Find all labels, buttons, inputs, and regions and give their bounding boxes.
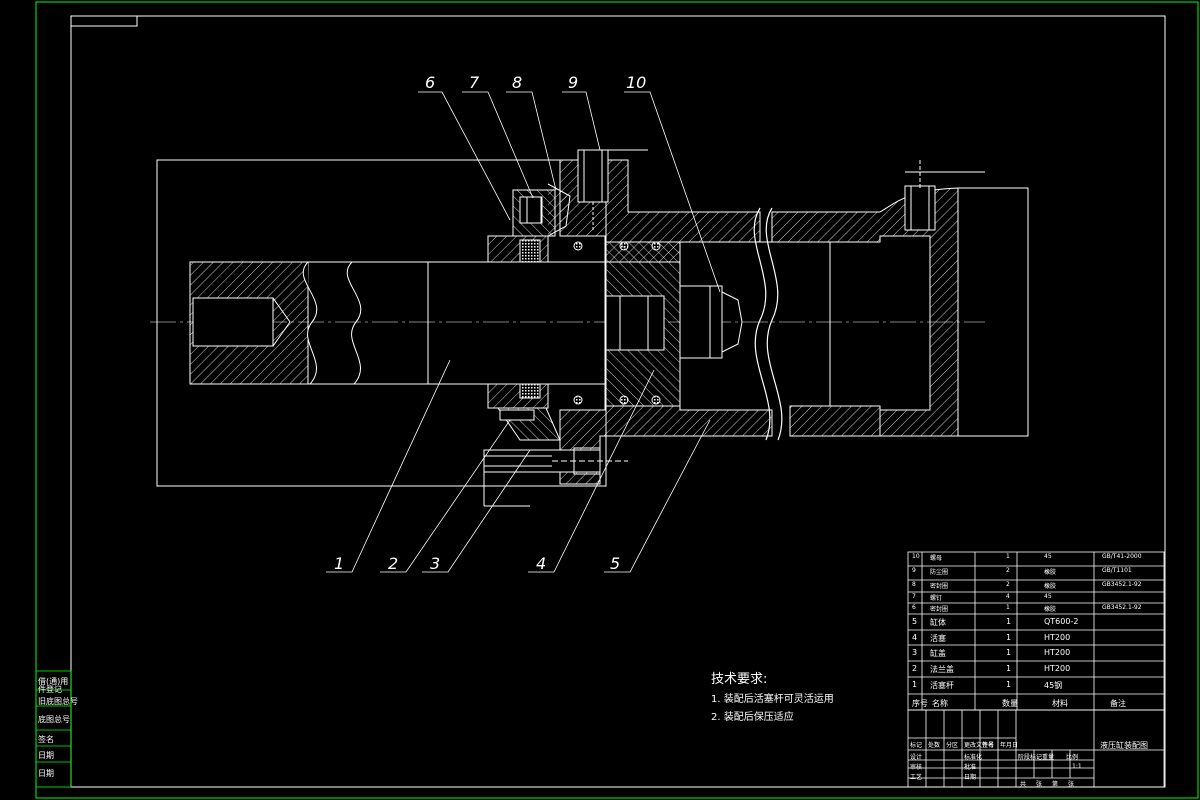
balloon-10: 10 <box>626 73 647 92</box>
bom-cell-note: GB3452.1-92 <box>1102 604 1142 611</box>
tb-role: 工艺 <box>910 774 923 781</box>
side-strip <box>35 670 72 788</box>
bom-cell-qty: 1 <box>1006 604 1010 611</box>
balloon-8: 8 <box>512 73 523 92</box>
bom-cell-qty: 1 <box>1006 664 1012 673</box>
bom-cell-mat: 橡胶 <box>1044 569 1057 576</box>
side-label: 签名 <box>38 735 54 744</box>
bom-cell-name: 螺钉 <box>930 595 943 602</box>
tb-sheet: 第 <box>1052 781 1059 788</box>
tb-sheet: 张 <box>1036 781 1043 788</box>
bom-cell-name: 活塞杆 <box>930 681 954 690</box>
drawing-scale: 1:1 <box>1072 763 1082 770</box>
tb-row-label: 年月日 <box>1000 742 1019 749</box>
balloon-7: 7 <box>469 73 480 92</box>
bom-cell-name: 密封圈 <box>930 606 949 613</box>
bom-cell-no: 8 <box>912 581 916 588</box>
bom-cell-note: GB/T1101 <box>1102 567 1132 574</box>
bom-cell-mat: QT600-2 <box>1044 617 1079 626</box>
bom-cell-no: 10 <box>912 553 920 560</box>
bom-cell-name: 活塞 <box>930 634 946 643</box>
bom-cell-no: 2 <box>912 664 918 673</box>
tech-requirement-2: 2. 装配后保压适应 <box>711 712 794 723</box>
tb-row-label: 签名 <box>982 742 995 749</box>
bom-cell-no: 9 <box>912 567 916 574</box>
tb-role2: 批准 <box>964 764 977 771</box>
tech-requirement-1: 1. 装配后活塞杆可灵活运用 <box>711 694 834 705</box>
bom-cell-mat: 橡胶 <box>1044 583 1057 590</box>
bom-cell-qty: 1 <box>1006 648 1012 657</box>
balloon-4: 4 <box>536 554 547 573</box>
balloon-1: 1 <box>334 554 345 573</box>
side-label: 件登记 <box>38 685 62 694</box>
bom-cell-no: 7 <box>912 593 916 600</box>
tb-role2: 标准化 <box>964 754 983 761</box>
balloon-6: 6 <box>425 73 436 92</box>
bom-header-name: 名称 <box>932 699 948 708</box>
bom-header-note: 备注 <box>1110 699 1126 708</box>
tb-role2: 日期 <box>964 774 977 781</box>
bom-cell-mat: 45钢 <box>1044 681 1063 690</box>
bom-cell-mat: HT200 <box>1044 633 1071 642</box>
tb-role: 设计 <box>910 754 923 761</box>
bom-header-mat: 材料 <box>1052 699 1068 708</box>
cylinder-assembly <box>156 149 1029 507</box>
bom-cell-mat: HT200 <box>1044 664 1071 673</box>
tb-row-label: 更改文件号 <box>964 742 995 749</box>
balloon-2: 2 <box>388 554 399 573</box>
outer-frame <box>35 1 1199 799</box>
bom-table <box>907 551 1165 711</box>
drawing-name: 液压缸装配图 <box>1100 741 1148 750</box>
bom-cell-no: 6 <box>912 604 916 611</box>
side-label: 旧底图总号 <box>38 697 78 706</box>
bom-cell-no: 5 <box>912 617 918 626</box>
balloon-3: 3 <box>430 554 441 573</box>
bom-cell-name: 缸体 <box>930 618 946 627</box>
bom-cell-qty: 1 <box>1006 617 1012 626</box>
bom-cell-qty: 4 <box>1006 593 1010 600</box>
title-block <box>907 709 1165 788</box>
bom-cell-mat: 45 <box>1044 553 1052 560</box>
bom-cell-mat: HT200 <box>1044 648 1071 657</box>
balloon-5: 5 <box>610 554 621 573</box>
bom-header-qty: 数量 <box>1002 699 1018 708</box>
bom-cell-no: 3 <box>912 648 918 657</box>
tb-row-label: 处数 <box>928 742 941 749</box>
bom-cell-qty: 1 <box>1006 633 1012 642</box>
tb-row-label: 分区 <box>946 742 959 749</box>
side-label: 日期 <box>38 751 54 760</box>
tb-role: 审核 <box>910 764 923 771</box>
bom-cell-note: GB/T41-2000 <box>1102 553 1142 560</box>
bom-cell-qty: 2 <box>1006 567 1010 574</box>
bom-cell-name: 密封圈 <box>930 583 949 590</box>
bom-cell-name: 防尘圈 <box>930 569 949 576</box>
bom-cell-qty: 2 <box>1006 581 1010 588</box>
side-label: 日期 <box>38 769 54 778</box>
side-label: 底图总号 <box>38 715 70 724</box>
bom-cell-name: 法兰盖 <box>930 665 954 674</box>
tb-row-label: 标记 <box>910 742 923 749</box>
leader-lines <box>326 91 721 573</box>
side-label: 借(通)用 <box>38 677 69 686</box>
tb-stage-col: 比例 <box>1066 754 1079 761</box>
tech-requirements-title: 技术要求: <box>711 672 768 687</box>
tb-sheet: 共 <box>1020 781 1027 788</box>
inner-frame <box>70 15 1166 788</box>
bom-cell-mat: 橡胶 <box>1044 606 1057 613</box>
bom-cell-qty: 1 <box>1006 680 1012 689</box>
tb-stage-col: 阶段标记 <box>1018 754 1043 761</box>
tb-stage-col: 重量 <box>1042 754 1055 761</box>
bom-header-no: 序号 <box>912 699 928 708</box>
bom-cell-qty: 1 <box>1006 553 1010 560</box>
bom-cell-no: 1 <box>912 680 918 689</box>
bom-cell-note: GB3452.1-92 <box>1102 581 1142 588</box>
balloon-9: 9 <box>568 73 579 92</box>
bom-cell-mat: 45 <box>1044 593 1052 600</box>
bom-cell-name: 螺母 <box>930 555 943 562</box>
bom-cell-no: 4 <box>912 633 918 642</box>
bom-cell-name: 缸盖 <box>930 649 946 658</box>
corner-tag-box <box>70 15 138 27</box>
tb-sheet: 张 <box>1068 781 1075 788</box>
